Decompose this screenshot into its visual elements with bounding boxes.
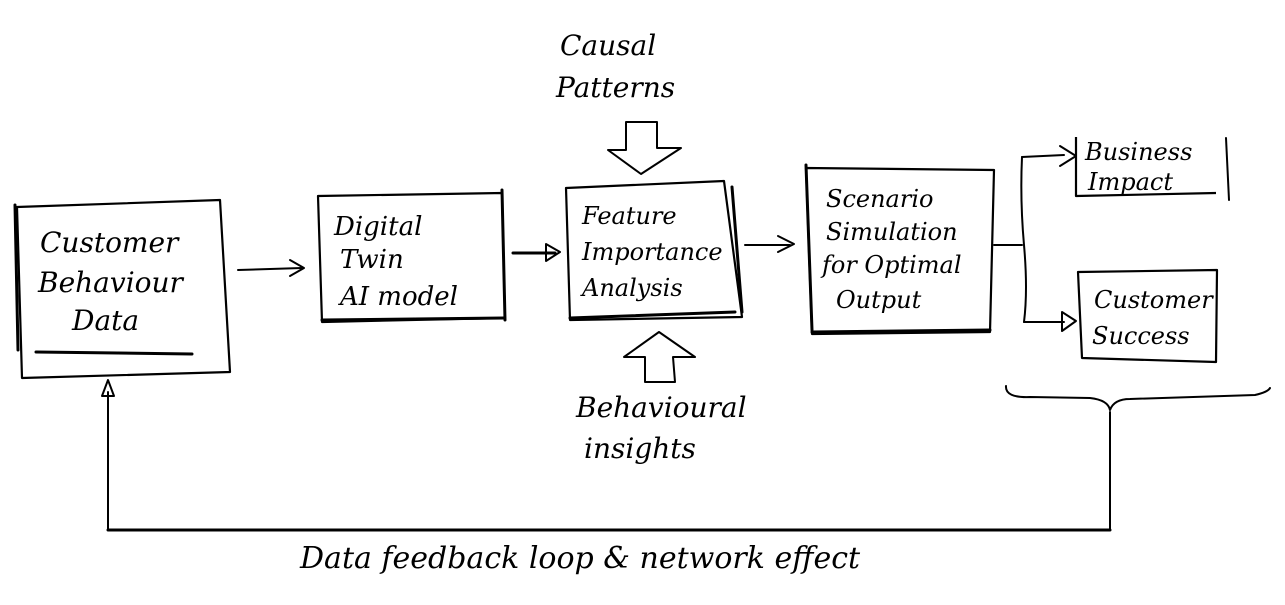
hollow-down-arrow-icon [607,121,682,175]
node-label-line: Twin [340,245,404,275]
arrow-feature-to-scenario [744,235,795,253]
input-label-line: insights [584,432,696,465]
node-customer-success: Customer Success [1076,268,1219,364]
node-label-line: for Optimal [820,251,962,279]
input-behavioural-insights: Behavioural insights [575,331,747,465]
node-label-line: Simulation [826,218,958,246]
arrow-scenario-to-outcomes [993,145,1077,332]
node-label-line: Impact [1087,168,1173,196]
node-label-line: AI model [338,282,458,312]
node-feature-importance-analysis: Feature Importance Analysis [564,179,744,322]
node-scenario-simulation: Scenario Simulation for Optimal Output [804,163,996,336]
node-digital-twin: Digital Twin AI model [316,188,507,324]
hollow-up-arrow-icon [623,331,696,383]
node-customer-behaviour-data: Customer Behaviour Data [13,198,232,380]
input-label-line: Patterns [555,71,675,104]
node-label-line: Behaviour [37,266,185,299]
node-label-line: Data [71,304,139,337]
node-label-line: Business [1084,138,1192,166]
input-label-line: Causal [560,29,656,62]
node-business-impact: Business Impact [1074,137,1230,201]
node-label-line: Importance [581,238,723,266]
arrow-customer-to-digital-twin [237,259,305,277]
node-label-line: Success [1092,322,1190,350]
input-causal-patterns: Causal Patterns [555,29,682,175]
arrow-digital-twin-to-feature [511,243,561,262]
feedback-loop-label: Data feedback loop & network effect [299,541,861,576]
feedback-loop-arrow [101,379,1112,532]
node-label-line: Feature [581,202,677,230]
outcomes-brace [1004,385,1271,411]
node-label-line: Analysis [580,274,683,302]
node-label-line: Customer [40,226,180,259]
node-label-line: Digital [333,212,422,242]
node-label-line: Scenario [826,185,933,213]
node-label-line: Customer [1094,286,1214,314]
input-label-line: Behavioural [575,391,747,424]
node-label-line: Output [836,286,922,314]
